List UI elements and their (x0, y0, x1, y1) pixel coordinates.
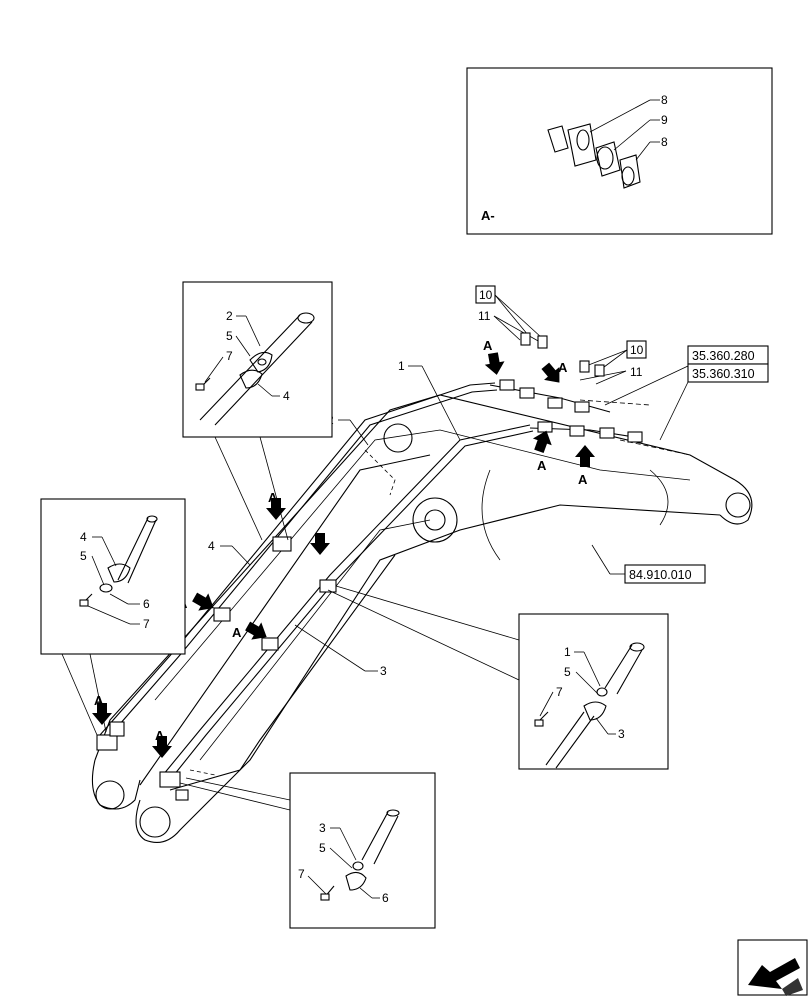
label-part-1: 1 (398, 359, 405, 373)
boom-structure (91, 394, 753, 843)
arrow-label-a-8: A (232, 625, 242, 640)
label-part-11-b: 11 (630, 365, 643, 379)
detail-tl-callout-4: 4 (283, 389, 290, 403)
main-callouts: 1 2 4 3 10 11 10 11 35.360.280 35 (208, 285, 769, 678)
arrow-label-a-10: A (155, 728, 165, 743)
detail-tl-callout-2: 2 (226, 309, 233, 323)
arrow-label-a-2: A (558, 360, 568, 375)
detail-left-callout-4: 4 (80, 530, 87, 544)
arrow-label-a-6: A (315, 533, 325, 548)
label-part-10-b: 10 (630, 343, 644, 357)
detail-right-callout-5: 5 (564, 665, 571, 679)
label-part-4: 4 (208, 539, 215, 553)
reference-84-910-010: 84.910.010 (629, 568, 692, 582)
detail-tl-callout-5: 5 (226, 329, 233, 343)
detail-a-title: A- (481, 208, 495, 223)
detail-bottom-callout-6: 6 (382, 891, 389, 905)
detail-bottom-callout-7: 7 (298, 867, 305, 881)
hydraulic-pipes (96, 379, 691, 801)
reference-35-360-280: 35.360.280 (692, 349, 755, 363)
detail-right-inset: 1 5 7 3 (327, 585, 669, 770)
detail-a-inset: A- 8 9 8 (466, 67, 773, 235)
detail-left-callout-6: 6 (143, 597, 150, 611)
arrow-label-a-3: A (537, 458, 547, 473)
arrow-label-a-5: A (268, 490, 278, 505)
arrow-label-a-1: A (483, 338, 493, 353)
detail-bottom-callout-5: 5 (319, 841, 326, 855)
detail-bottom-callout-3: 3 (319, 821, 326, 835)
detail-right-callout-1: 1 (564, 645, 571, 659)
detail-tl-callout-7: 7 (226, 349, 233, 363)
label-part-10-a: 10 (479, 288, 493, 302)
page-navigation-arrow-icon[interactable] (737, 939, 808, 996)
reference-35-360-310: 35.360.310 (692, 367, 755, 381)
detail-left-callout-5: 5 (80, 549, 87, 563)
detail-left-inset: 4 5 6 7 (40, 498, 186, 736)
detail-a-callout-8-top: 8 (661, 93, 668, 107)
label-part-3: 3 (380, 664, 387, 678)
arrow-label-a-4: A (578, 472, 588, 487)
detail-top-left-inset: 2 5 7 4 (182, 281, 333, 541)
label-part-11-a: 11 (478, 309, 491, 323)
detail-bottom-inset: 3 5 7 6 (179, 772, 436, 929)
detail-a-callout-8-bottom: 8 (661, 135, 668, 149)
detail-right-callout-3: 3 (618, 727, 625, 741)
detail-right-callout-7: 7 (556, 685, 563, 699)
detail-left-callout-7: 7 (143, 617, 150, 631)
detail-a-callout-9: 9 (661, 113, 668, 127)
arrow-label-a-9: A (94, 693, 104, 708)
